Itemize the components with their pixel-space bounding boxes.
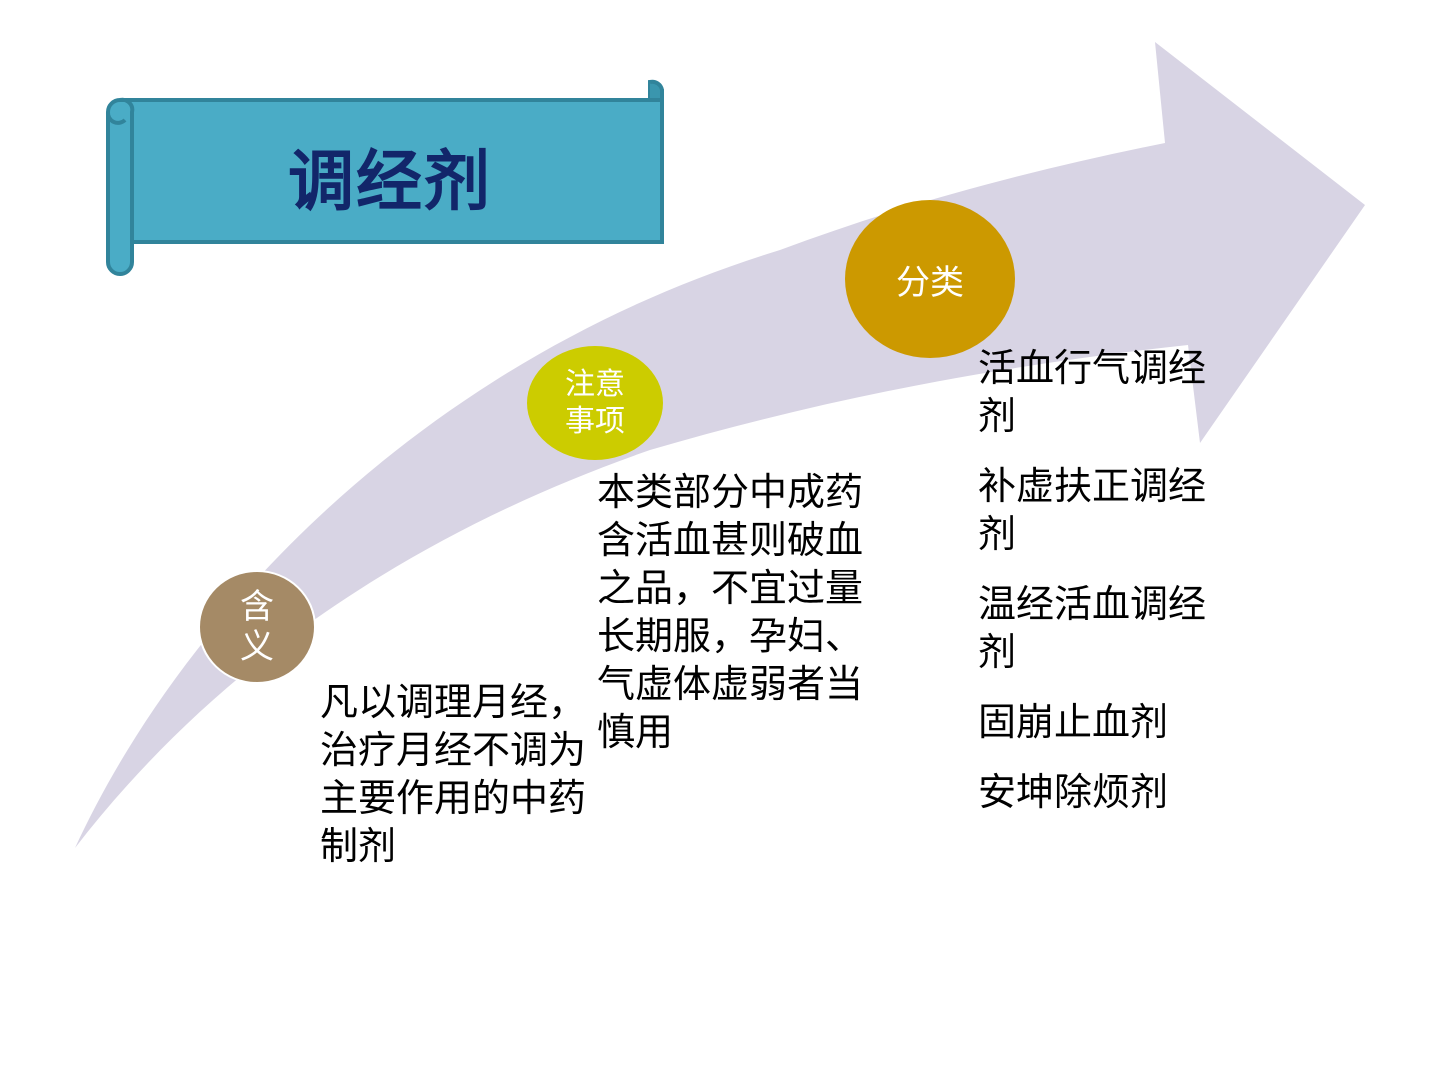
precautions-text: 本类部分中成药含活血甚则破血之品，不宜过量长期服，孕妇、气虚体虚弱者当慎用	[597, 470, 864, 754]
classification-item: 补虚扶正调经剂	[978, 464, 1207, 556]
stage-circle-classification: 分类	[845, 200, 1015, 358]
classification-list: 活血行气调经剂 补虚扶正调经剂 温经活血调经剂 固崩止血剂 安坤除烦剂	[978, 344, 1228, 838]
classification-item: 温经活血调经剂	[978, 582, 1207, 674]
circle-label: 注意	[565, 367, 625, 402]
circle-label: 分类	[896, 262, 964, 303]
curved-arrow	[75, 42, 1365, 848]
classification-item: 活血行气调经剂	[978, 346, 1207, 438]
scroll-banner	[105, 79, 664, 276]
circle-label: 事项	[565, 404, 625, 439]
page-title: 调经剂	[288, 143, 492, 220]
classification-item: 安坤除烦剂	[978, 770, 1169, 814]
classification-item: 固崩止血剂	[978, 700, 1169, 744]
stage-circle-precautions: 注意事项	[527, 346, 663, 460]
circle-label: 含	[240, 587, 274, 627]
circle-label: 义	[240, 627, 274, 667]
stage-circle-meaning: 含义	[198, 570, 316, 684]
meaning-text: 凡以调理月经，治疗月经不调为主要作用的中药制剂	[320, 680, 587, 868]
